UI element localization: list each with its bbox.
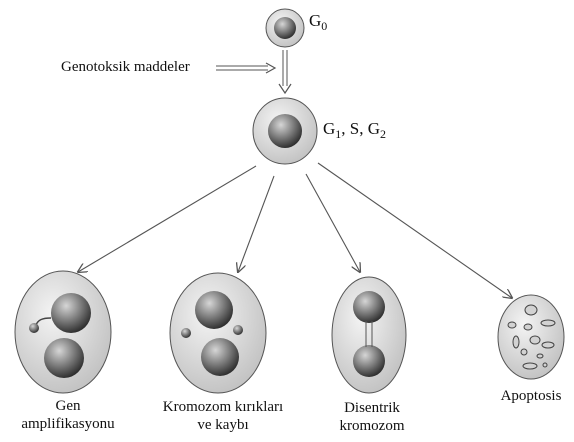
caption-gene-amplification: Gen amplifikasyonu [21, 398, 115, 432]
arrow-to-chromosome-breaks [238, 175, 275, 272]
g1-nucleus [268, 114, 302, 148]
g1-s-g2-label: G1, S, G2 [323, 119, 387, 141]
arrow-g0-to-g1 [278, 50, 292, 95]
micronucleus-left [181, 328, 191, 338]
apoptosis-cell [497, 294, 565, 380]
g1-s-g2-cell [252, 97, 318, 165]
amplified-fragment [29, 323, 39, 333]
g0-nucleus [274, 17, 296, 39]
g0-label: G0 [309, 11, 328, 33]
caption-dicentric: Disentrik kromozom [339, 400, 405, 434]
nucleus-lower [44, 338, 84, 378]
arrow-genotoxic [216, 62, 277, 74]
chromosome-breaks-cell [169, 272, 267, 394]
caption-apoptosis: Apoptosis [500, 388, 562, 404]
nucleus-lower [353, 345, 385, 377]
micronucleus-right [233, 325, 243, 335]
nucleus-lower [201, 338, 239, 376]
arrow-to-dicentric [305, 173, 360, 272]
nucleus-upper [51, 293, 91, 333]
nucleus-upper [195, 291, 233, 329]
arrow-to-gene-amplification [78, 165, 257, 272]
arrow-to-apoptosis [317, 162, 512, 298]
dicentric-cell [331, 276, 407, 394]
nucleus-upper [353, 291, 385, 323]
genotoxic-agents-label: Genotoksik maddeler [61, 59, 190, 75]
gene-amplification-cell [14, 270, 112, 394]
g0-cell [265, 8, 305, 48]
caption-chromosome-breaks: Kromozom kırıkları ve kaybı [162, 399, 284, 433]
